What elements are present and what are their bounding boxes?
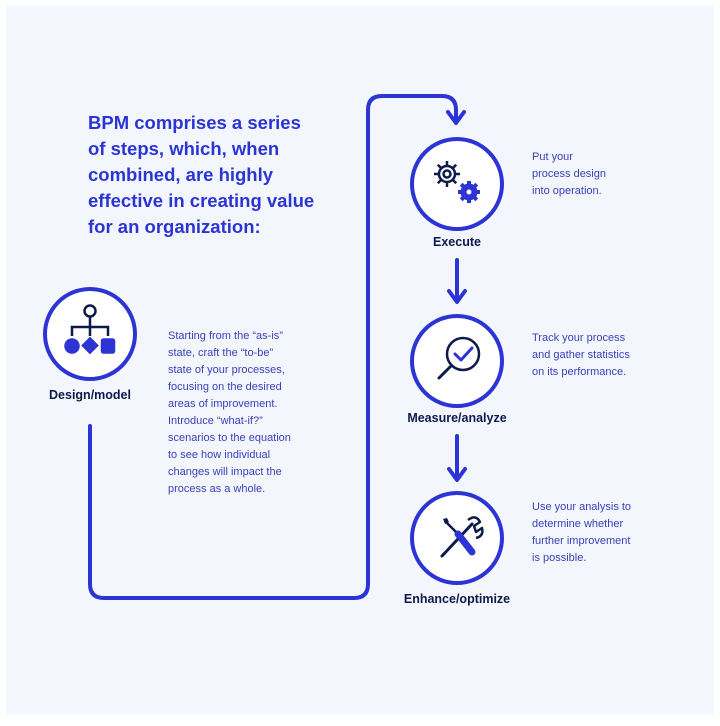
gears-icon: [434, 161, 480, 203]
description-line: Track your process: [532, 332, 626, 344]
description-line: state, craft the “to-be”: [168, 347, 274, 359]
description-measure-analyze: Track your process and gather statistics…: [532, 330, 630, 381]
description-line: and gather statistics: [532, 349, 630, 361]
execute-circle: [410, 137, 504, 231]
description-line: determine whether: [532, 518, 624, 530]
description-line: Introduce “what-if?”: [168, 415, 263, 427]
description-line: is possible.: [532, 552, 587, 564]
description-line: Starting from the “as-is”: [168, 330, 283, 342]
description-line: Use your analysis to: [532, 501, 632, 513]
step-label-execute: Execute: [433, 235, 481, 249]
step-label-measure-analyze: Measure/analyze: [407, 411, 507, 425]
description-execute: Put your process design into operation.: [532, 149, 606, 200]
headline-line: combined, are highly: [88, 164, 274, 185]
process-flow-diagram: [43, 94, 504, 600]
description-enhance-optimize: Use your analysis to determine whether f…: [532, 499, 631, 567]
tools-icon: [440, 516, 484, 558]
headline-line: of steps, which, when: [88, 138, 280, 159]
description-line: Put your: [532, 151, 573, 163]
magnifier-check-icon: [437, 336, 481, 380]
description-line: into operation.: [532, 185, 602, 197]
description-line: changes will impact the: [168, 466, 282, 478]
headline-line: for an organization:: [88, 216, 261, 237]
description-line: process design: [532, 168, 606, 180]
description-design-model: Starting from the “as-is” state, craft t…: [168, 328, 291, 498]
description-line: to see how individual: [168, 449, 271, 461]
description-line: on its performance.: [532, 366, 627, 378]
bpm-infographic: BPM comprises a series of steps, which, …: [6, 6, 714, 714]
description-line: scenarios to the equation: [168, 432, 291, 444]
description-line: state of your processes,: [168, 364, 285, 376]
description-line: further improvement: [532, 535, 631, 547]
description-line: process as a whole.: [168, 483, 266, 495]
headline-line: BPM comprises a series: [88, 112, 301, 133]
measure-analyze-circle: [410, 314, 504, 408]
arrow-execute-to-measure: [447, 258, 467, 304]
description-line: areas of improvement.: [168, 398, 278, 410]
step-label-design-model: Design/model: [49, 388, 131, 402]
description-line: focusing on the desired: [168, 381, 282, 393]
flowchart-icon: [64, 304, 116, 355]
arrowhead-to-execute: [446, 110, 466, 125]
step-label-enhance-optimize: Enhance/optimize: [403, 592, 511, 606]
flow-connector-line: [88, 94, 458, 600]
arrow-measure-to-enhance: [447, 434, 467, 482]
headline-line: effective in creating value: [88, 190, 315, 211]
headline: BPM comprises a series of steps, which, …: [88, 110, 348, 240]
